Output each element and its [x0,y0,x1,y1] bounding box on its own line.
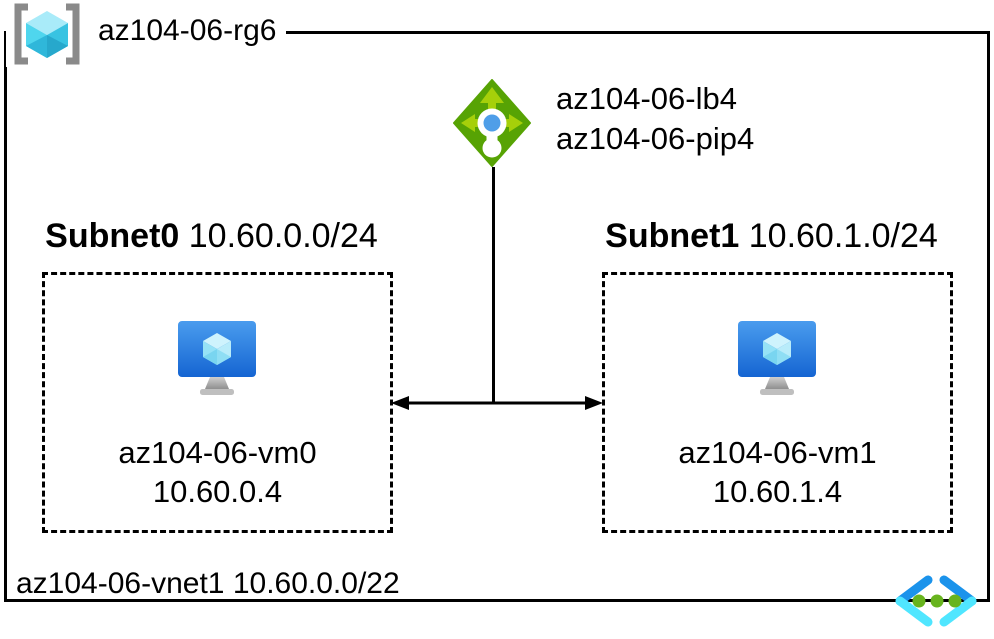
vm-cube-fold-right [217,349,231,365]
vnet-dot [930,594,944,608]
vnet-chevron-left-top [895,575,933,606]
resource-group-icon [6,1,88,67]
load-balancer-public-ip: az104-06-pip4 [556,121,755,156]
subnet-heading: Subnet0 10.60.0.0/24 [36,216,387,256]
vm-stand [205,377,229,389]
vm-cube-fold-right [777,349,791,365]
virtual-network-icon [895,575,977,627]
subnet-box [602,272,953,533]
arrowhead-left-icon [391,396,409,410]
vm-stand [765,377,789,389]
resource-group-boundary [4,31,990,602]
subnet-name: Subnet0 [45,217,180,255]
lb-connector-line [492,167,495,404]
subnet-cidr: 10.60.1.0/24 [748,217,938,255]
arrowhead-right-icon [585,396,603,410]
load-balancer-labels: az104-06-lb4 az104-06-pip4 [556,79,754,159]
virtual-machine-icon [738,321,816,395]
lb-center-dot [483,114,501,132]
vnet-cidr: 10.60.0.0/22 [232,567,400,600]
vnet-chevron-right-bottom [939,596,977,627]
vm-ip: 10.60.1.4 [712,474,843,509]
vm-name: az104-06-vm0 [118,435,317,470]
resource-group-label: az104-06-rg6 [88,12,287,50]
vm-cube-fold-left [763,349,777,365]
subnet-name: Subnet1 [605,217,740,255]
vnet-name: az104-06-vnet1 [16,567,225,600]
vnet-label: az104-06-vnet1 10.60.0.0/22 [16,566,400,602]
subnet-box [42,272,393,533]
load-balancer-icon [453,79,531,167]
vm-cube-fold-left [203,349,217,365]
subnet-connector-arrow [391,396,603,410]
load-balancer-name: az104-06-lb4 [556,81,737,116]
vnet-dot [912,594,926,608]
lb-key-ball [482,138,502,158]
resource-group-icon-svg [14,3,80,65]
cube-fold-right [47,35,68,58]
vm-stand-base [200,389,234,395]
subnet-heading: Subnet1 10.60.1.0/24 [596,216,947,256]
vm-ip: 10.60.0.4 [152,474,283,509]
cube-fold-left [26,35,47,58]
virtual-machine-icon [178,321,256,395]
vm-name: az104-06-vm1 [678,435,877,470]
vnet-chevron-right-top [939,575,977,606]
bracket-left [14,3,28,65]
lb-arrow-left-head [461,114,475,132]
vnet-dot [948,594,962,608]
bracket-right [66,3,80,65]
lb-arrow-right-head [509,114,523,132]
subnet-cidr: 10.60.0.0/24 [188,217,378,255]
vm-stand-base [760,389,794,395]
vm-label: az104-06-vm0 10.60.0.4 [42,433,393,511]
vm-label: az104-06-vm1 10.60.1.4 [602,433,953,511]
vnet-chevron-left-bottom [895,596,933,627]
